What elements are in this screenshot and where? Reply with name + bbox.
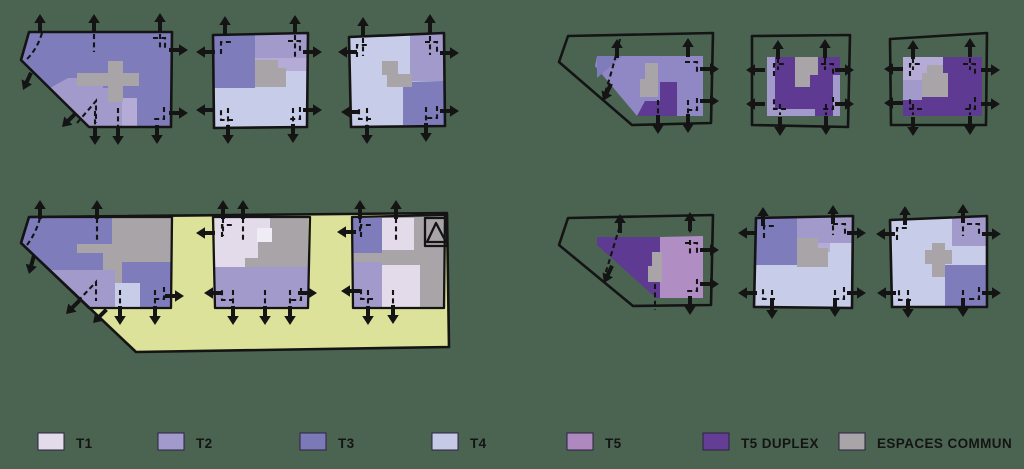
legend-swatch-t4 (431, 432, 459, 451)
legend-swatch-t3 (299, 432, 327, 451)
legend: T1 T2 T3 T4 T5 T5 DUPLEX ESPACES COMMUN (37, 432, 1012, 451)
zone-t4 (115, 283, 140, 308)
zone-commun (245, 217, 308, 268)
plan-outline (211, 215, 312, 310)
legend-label-t5-duplex: T5 DUPLEX (741, 436, 819, 451)
plan-outline (752, 214, 855, 310)
plan-outline (750, 33, 852, 129)
dash-curve (26, 217, 42, 246)
plan-outline (19, 30, 174, 129)
legend-swatch-t5 (566, 432, 594, 451)
plan-d3 (876, 204, 1001, 318)
zone-commun (648, 266, 662, 282)
legend-swatch-commun (838, 432, 866, 451)
plan-d1 (557, 212, 719, 315)
plan-b1 (557, 31, 719, 134)
zone-t2 (775, 109, 815, 116)
plan-b2 (746, 33, 854, 136)
zone-commun (382, 61, 398, 75)
zone-t2 (833, 75, 840, 116)
zone-t2-light (122, 98, 137, 127)
legend-label-t3: T3 (338, 436, 355, 451)
zone-t1-light (257, 228, 272, 242)
site-outline (19, 211, 451, 354)
zone-commun (922, 65, 948, 97)
zone-t3 (403, 81, 445, 125)
plan-outline (888, 31, 989, 127)
zone-t2 (903, 80, 922, 100)
site-plan (19, 200, 451, 354)
plan-d2 (738, 205, 866, 319)
zone-t3 (214, 34, 255, 88)
zone-commun (797, 238, 828, 267)
legend-swatch-t1 (37, 432, 65, 451)
zone-commun (640, 79, 658, 97)
plan-b3 (884, 31, 1000, 136)
zone-t5-duplex (637, 101, 660, 116)
zone-t1 (215, 217, 270, 267)
legend-swatch-t2 (157, 432, 185, 451)
dash-curve (24, 32, 44, 62)
zone-t3 (945, 265, 987, 307)
legend-swatch-t5-duplex (702, 432, 730, 451)
plan-outline (211, 31, 310, 130)
zone-t2 (797, 216, 853, 243)
triangle-icon (425, 221, 448, 244)
plan-outline (888, 214, 989, 309)
zone-t5 (660, 236, 703, 298)
plan-a3 (338, 14, 459, 144)
plan-a2 (196, 15, 322, 144)
legend-label-t5: T5 (605, 436, 622, 451)
plan-c2 (196, 200, 317, 325)
zone-commun (108, 61, 123, 102)
plan-c1 (19, 200, 184, 328)
dash-wedge (77, 279, 98, 302)
zone-t1 (382, 265, 420, 308)
zone-t2 (49, 270, 115, 308)
zone-commun (255, 60, 286, 87)
zone-commun (795, 57, 818, 87)
zone-commun (387, 74, 412, 87)
legend-label-t1: T1 (76, 436, 93, 451)
plan-outline (350, 213, 447, 310)
zone-t5-duplex (660, 82, 677, 116)
zone-commun (645, 63, 658, 79)
legend-label-t2: T2 (196, 436, 213, 451)
zone-t2 (767, 57, 775, 116)
zone-t2 (215, 267, 308, 308)
dash-wedge (76, 98, 98, 124)
zone-t2 (952, 216, 987, 246)
zone-t2 (410, 34, 444, 81)
plan-outline (557, 31, 715, 127)
zone-t1 (382, 218, 414, 250)
north-triangle-symbol (423, 216, 449, 248)
zone-t3 (597, 56, 622, 78)
zone-commun (77, 217, 171, 283)
plan-c3 (337, 200, 447, 325)
triangle-box (423, 216, 449, 248)
zone-commun (932, 243, 945, 277)
zone-t3 (756, 217, 797, 265)
zone-commun (652, 252, 662, 267)
plan-outline (347, 31, 447, 129)
zone-t2 (255, 33, 307, 58)
plan-a1 (17, 13, 188, 145)
legend-label-commun: ESPACES COMMUN (877, 436, 1012, 451)
legend-label-t4: T4 (470, 436, 487, 451)
zone-t3 (353, 218, 382, 253)
